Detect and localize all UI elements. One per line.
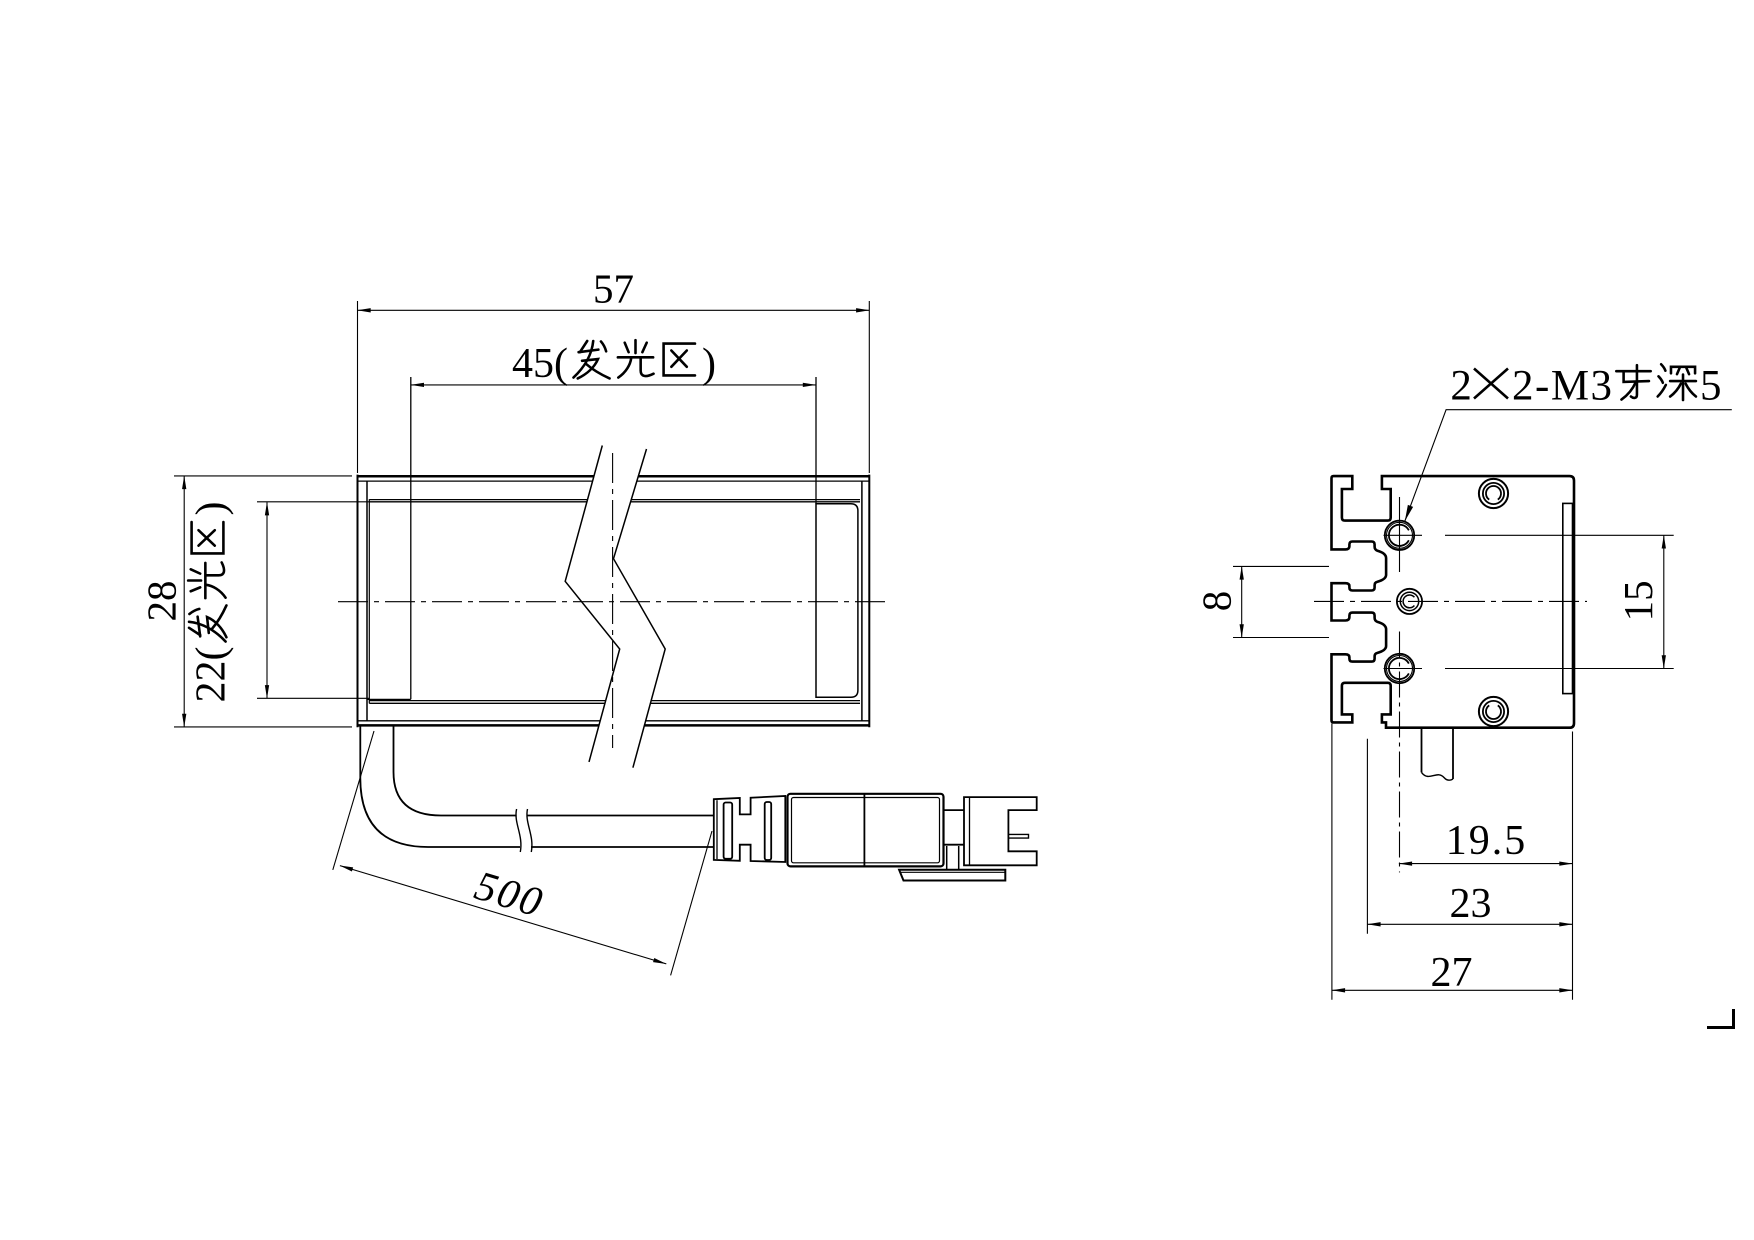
svg-text:27: 27 xyxy=(1431,950,1473,996)
svg-text:28: 28 xyxy=(139,581,185,622)
svg-text:57: 57 xyxy=(593,266,634,312)
svg-text:45(: 45( xyxy=(512,341,568,387)
svg-text:): ) xyxy=(702,341,716,387)
svg-text:19.5: 19.5 xyxy=(1446,818,1528,864)
svg-text:): ) xyxy=(189,502,235,516)
svg-text:8: 8 xyxy=(1194,591,1240,612)
svg-text:5: 5 xyxy=(1700,362,1722,409)
svg-text:15: 15 xyxy=(1615,580,1661,621)
svg-text:2: 2 xyxy=(1450,362,1472,409)
svg-text:22(: 22( xyxy=(189,647,235,703)
svg-text:2-M3: 2-M3 xyxy=(1512,362,1614,409)
svg-text:23: 23 xyxy=(1450,881,1492,927)
